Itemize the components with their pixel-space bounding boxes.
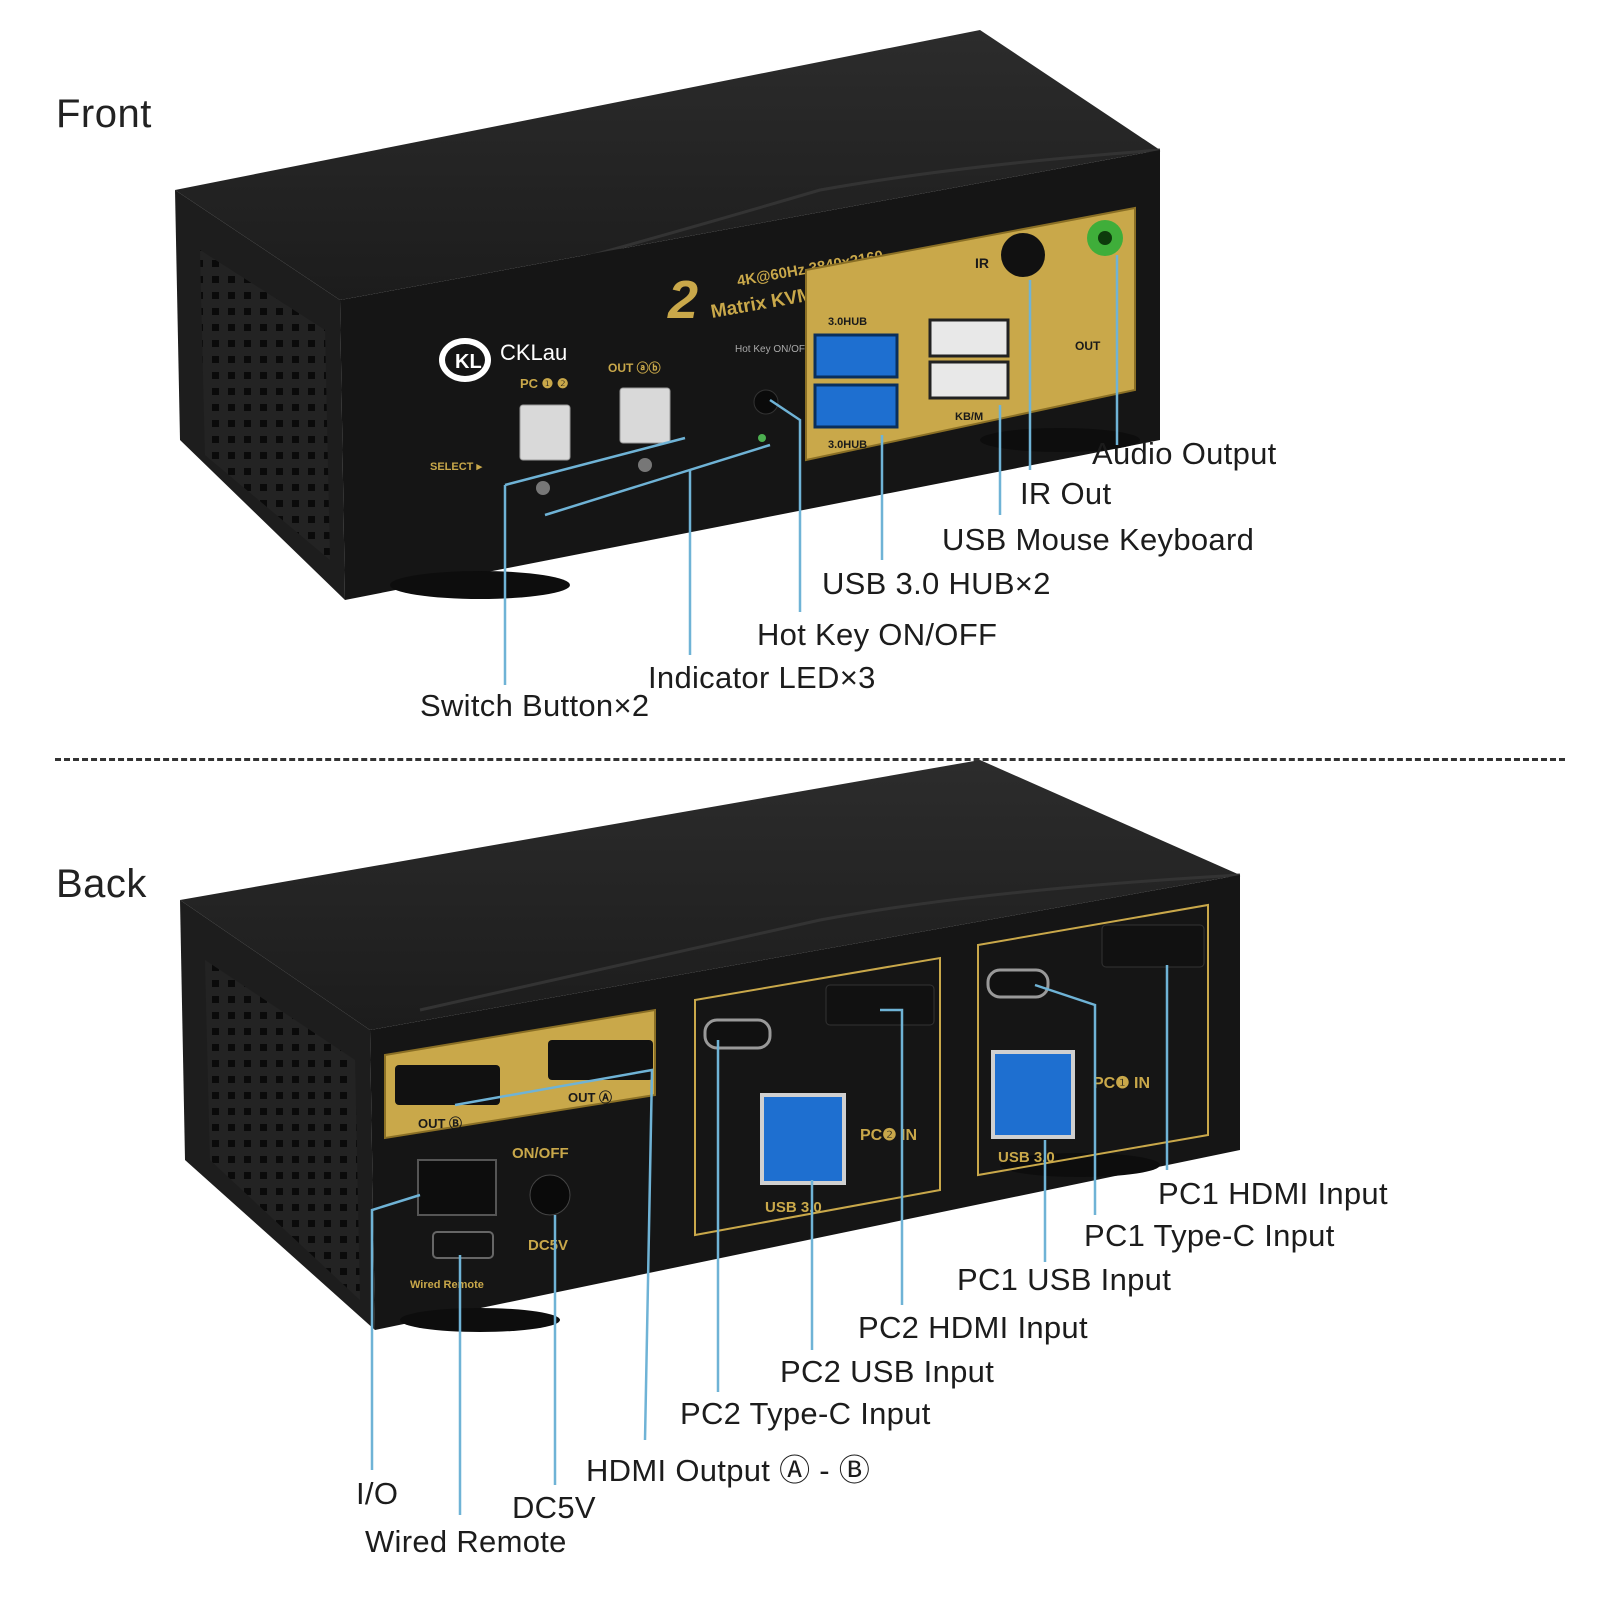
brand-logo: KL CKLau (439, 338, 567, 382)
callout-dc5v: DC5V (512, 1490, 596, 1525)
back-vent (205, 960, 360, 1300)
front-section-title: Front (56, 92, 152, 136)
svg-text:IR: IR (975, 255, 989, 271)
callout-usb-hub: USB 3.0 HUB×2 (822, 566, 1051, 601)
svg-text:USB 3.0: USB 3.0 (765, 1199, 822, 1216)
usb-kbm-port-1[interactable] (928, 318, 1010, 358)
power-switch[interactable] (417, 1159, 497, 1216)
section-divider (55, 758, 1565, 761)
svg-text:PC ❶ ❷: PC ❶ ❷ (520, 376, 569, 391)
callout-pc1-hdmi: PC1 HDMI Input (1158, 1176, 1388, 1211)
svg-text:3.0HUB: 3.0HUB (828, 316, 867, 328)
svg-text:OUT Ⓑ: OUT Ⓑ (418, 1116, 462, 1131)
callout-pc1-typec: PC1 Type-C Input (1084, 1218, 1335, 1253)
pc1-typec-port[interactable] (986, 968, 1050, 999)
svg-text:KB/M: KB/M (955, 411, 983, 423)
usb-kbm-port-2[interactable] (928, 360, 1010, 400)
svg-text:3.0HUB: 3.0HUB (828, 439, 867, 451)
pc1-usb-port[interactable] (991, 1050, 1075, 1139)
front-device: KL CKLau 2 4K@60Hz 3840x2160 Matrix KVM … (175, 30, 1161, 600)
svg-text:DC5V: DC5V (528, 1237, 568, 1254)
front-vent (200, 250, 330, 560)
back-leader-lines (370, 965, 1169, 1515)
svg-text:ON/OFF: ON/OFF (512, 1145, 569, 1162)
led-hotkey (758, 434, 766, 442)
pc2-usb-port[interactable] (760, 1093, 846, 1185)
svg-text:OUT ⓐⓑ: OUT ⓐⓑ (608, 360, 661, 375)
callout-audio-output: Audio Output (1092, 436, 1277, 471)
callout-pc2-typec: PC2 Type-C Input (680, 1396, 931, 1431)
callout-indicator-led: Indicator LED×3 (648, 660, 876, 695)
svg-text:USB 3.0: USB 3.0 (998, 1149, 1055, 1166)
front-top-surface (175, 30, 1160, 300)
svg-text:PC❷ IN: PC❷ IN (860, 1127, 917, 1144)
svg-text:KL: KL (455, 351, 482, 373)
pc2-port-group (694, 956, 941, 1237)
callout-wired-remote: Wired Remote (365, 1524, 567, 1559)
brand-name: CKLau (500, 340, 567, 365)
callout-pc2-usb: PC2 USB Input (780, 1354, 995, 1389)
pc-switch-button[interactable] (519, 404, 571, 461)
led-pc (536, 481, 550, 495)
front-leader-lines (503, 255, 1119, 685)
hdmi-out-b-port[interactable] (395, 1065, 500, 1105)
callout-switch-button: Switch Button×2 (420, 688, 650, 723)
hdmi-out-a-port[interactable] (548, 1040, 653, 1080)
hotkey-label: Hot Key ON/OFF (735, 344, 811, 355)
pc1-hdmi-port[interactable] (1101, 924, 1205, 968)
usb3-hub-port-2[interactable] (813, 383, 899, 429)
back-section-title: Back (56, 862, 147, 906)
back-top-surface (180, 760, 1240, 1030)
callout-ir-out: IR Out (1020, 476, 1112, 511)
pc1-port-group (977, 903, 1209, 1177)
dc-jack[interactable] (529, 1174, 571, 1216)
pc2-typec-port[interactable] (703, 1018, 772, 1050)
usb3-hub-port-1[interactable] (813, 333, 899, 379)
svg-text:PC❶ IN: PC❶ IN (1093, 1075, 1150, 1092)
svg-text:SELECT ▸: SELECT ▸ (430, 461, 482, 473)
callout-hdmi-output: HDMI Output Ⓐ - Ⓑ (586, 1453, 871, 1488)
back-device: OUT Ⓑ OUT Ⓐ ON/OFF DC5V Wired Remote PC❷… (180, 760, 1241, 1332)
callout-pc2-hdmi: PC2 HDMI Input (858, 1310, 1088, 1345)
wired-remote-port[interactable] (432, 1231, 494, 1259)
svg-text:OUT Ⓐ: OUT Ⓐ (568, 1090, 612, 1105)
callout-usb-mouse-keyboard: USB Mouse Keyboard (942, 522, 1255, 557)
svg-text:OUT: OUT (1075, 339, 1101, 353)
hotkey-button[interactable] (753, 389, 779, 415)
callout-pc1-usb: PC1 USB Input (957, 1262, 1172, 1297)
out-switch-button[interactable] (619, 387, 671, 444)
callout-io: I/O (356, 1476, 399, 1511)
model-number: 2 (667, 270, 698, 330)
ir-port[interactable] (1001, 233, 1045, 277)
callout-hot-key: Hot Key ON/OFF (757, 617, 998, 652)
led-out (638, 458, 652, 472)
pc2-hdmi-port[interactable] (825, 984, 935, 1026)
svg-text:Wired Remote: Wired Remote (410, 1279, 484, 1291)
